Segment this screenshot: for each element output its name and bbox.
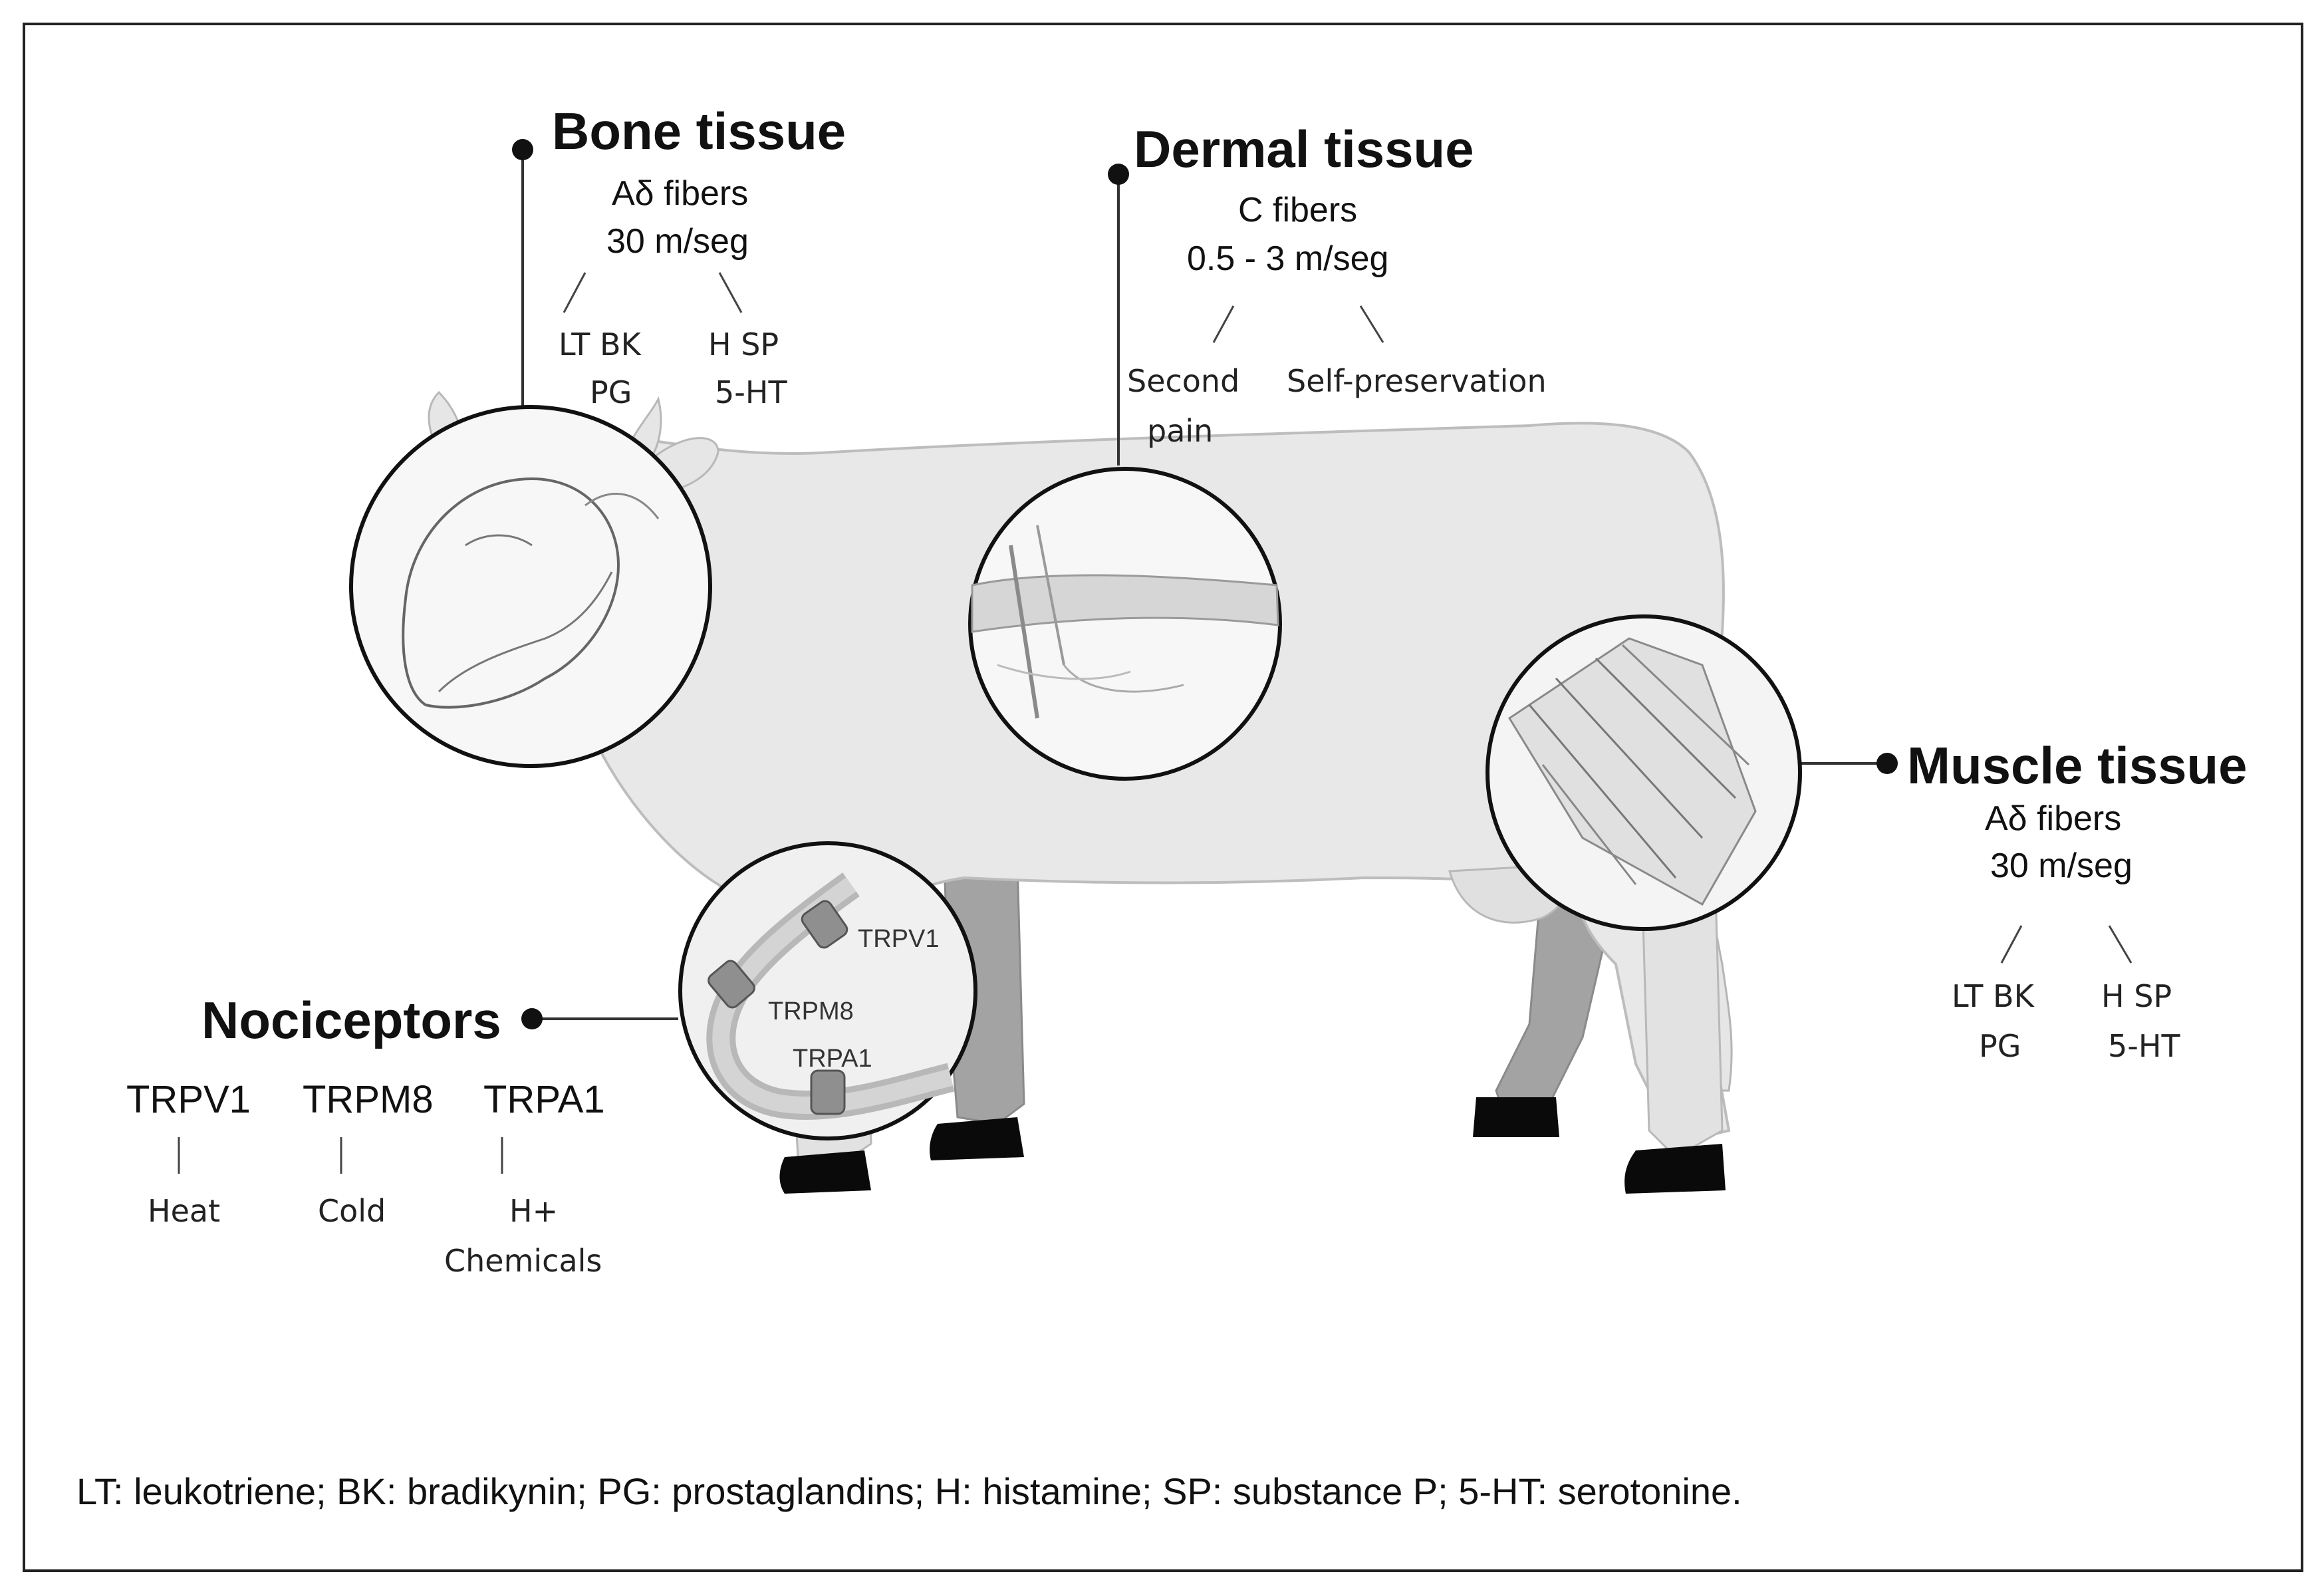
hooves [779,1097,1726,1194]
muscle-mediators-right: H SP [2101,978,2172,1014]
stimulus-h-plus: H+ [509,1193,559,1229]
footnote-legend: LT: leukotriene; BK: bradikynin; PG: pro… [76,1470,1742,1512]
bone-mediators-right: H SP [708,327,779,362]
bone-speed: 30 m/seg [606,222,749,261]
inset-label-trpa1: TRPA1 [793,1045,872,1073]
channel-trpv1: TRPV1 [126,1078,251,1121]
figure-frame [23,23,2303,1572]
muscle-title: Muscle tissue [1907,736,2248,795]
stimulus-cold: Cold [318,1193,386,1229]
bone-title: Bone tissue [552,102,846,160]
muscle-mediator-pg: PG [1979,1028,2021,1064]
nociceptor-inset [678,841,977,1140]
bone-mediator-pg: PG [590,374,632,410]
channel-trpa1: TRPA1 [483,1078,605,1121]
channel-trpm8: TRPM8 [303,1078,434,1121]
bone-inset [349,405,712,768]
stimulus-chemicals: Chemicals [444,1243,602,1279]
dermal-fiber: C fibers [1238,191,1358,229]
near-hind-leg [1641,890,1724,1158]
bone-mediator-5ht: 5-HT [715,374,787,410]
muscle-inset [1485,614,1802,931]
dermal-title: Dermal tissue [1134,120,1474,178]
muscle-mediator-5ht: 5-HT [2108,1028,2180,1064]
bone-fiber: Aδ fibers [612,174,749,213]
muscle-speed: 30 m/seg [1990,847,2132,885]
leader-lines [512,139,1898,1029]
muscle-fiber: Aδ fibers [1985,799,2122,838]
dermal-effect-pain: pain [1147,413,1214,449]
arrows [178,272,2132,1174]
dermal-effect-self-preservation: Self-preservation [1287,363,1547,399]
dermal-effect-second: Second [1127,363,1240,399]
nociceptors-title: Nociceptors [201,991,501,1049]
dermal-speed: 0.5 - 3 m/seg [1187,239,1389,278]
muscle-mediators-left: LT BK [1952,978,2034,1014]
dermal-inset [968,467,1282,781]
stimulus-heat: Heat [148,1193,221,1229]
bone-mediators-left: LT BK [559,327,641,362]
inset-label-trpv1: TRPV1 [858,925,940,953]
inset-label-trpm8: TRPM8 [768,997,854,1025]
